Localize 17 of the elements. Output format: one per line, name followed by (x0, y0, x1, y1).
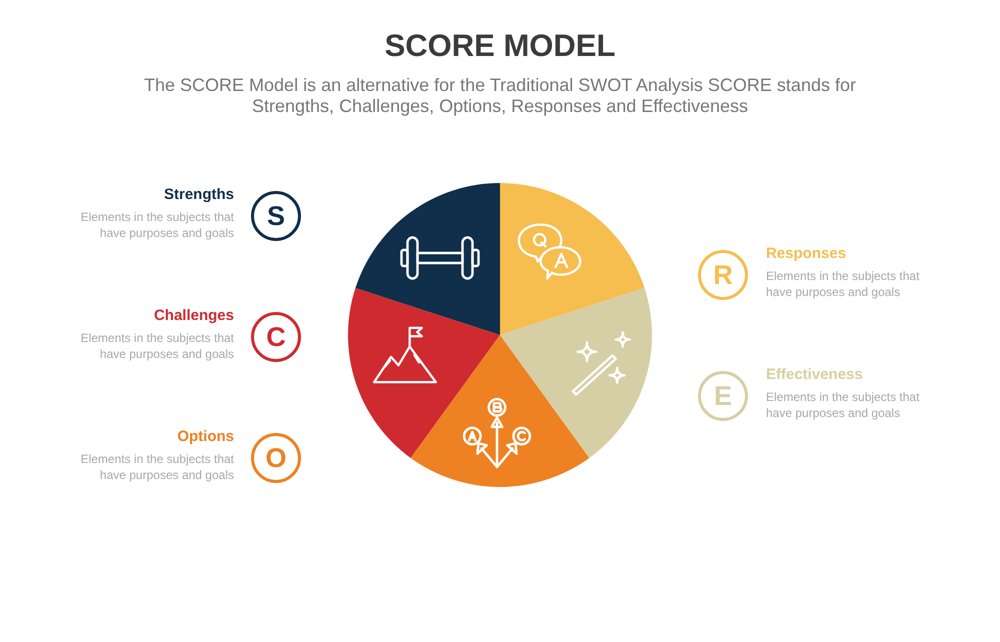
description: Elements in the subjects that have purposes and goals (766, 268, 920, 300)
heading: Strengths (164, 186, 234, 204)
letter-circle: O (251, 433, 301, 483)
description: Elements in the subjects that have purposes and goals (80, 451, 234, 483)
heading: Effectiveness (766, 366, 863, 384)
letter-circle: C (251, 312, 301, 362)
description: Elements in the subjects that have purposes and goals (766, 389, 920, 421)
description: Elements in the subjects that have purposes and goals (80, 209, 234, 241)
letter-circle: E (698, 371, 748, 421)
heading: Options (177, 428, 234, 446)
description: Elements in the subjects that have purposes and goals (80, 330, 234, 362)
letter-circle: S (251, 191, 301, 241)
heading: Responses (766, 245, 846, 263)
heading: Challenges (154, 307, 234, 325)
title: SCORE MODEL (384, 28, 616, 64)
subtitle: The SCORE Model is an alternative for the Traditional SWOT Analysis SCORE stands for Strengths, Challenges, Options, Responses and Effectiveness (143, 75, 857, 117)
letter-circle: R (698, 250, 748, 300)
